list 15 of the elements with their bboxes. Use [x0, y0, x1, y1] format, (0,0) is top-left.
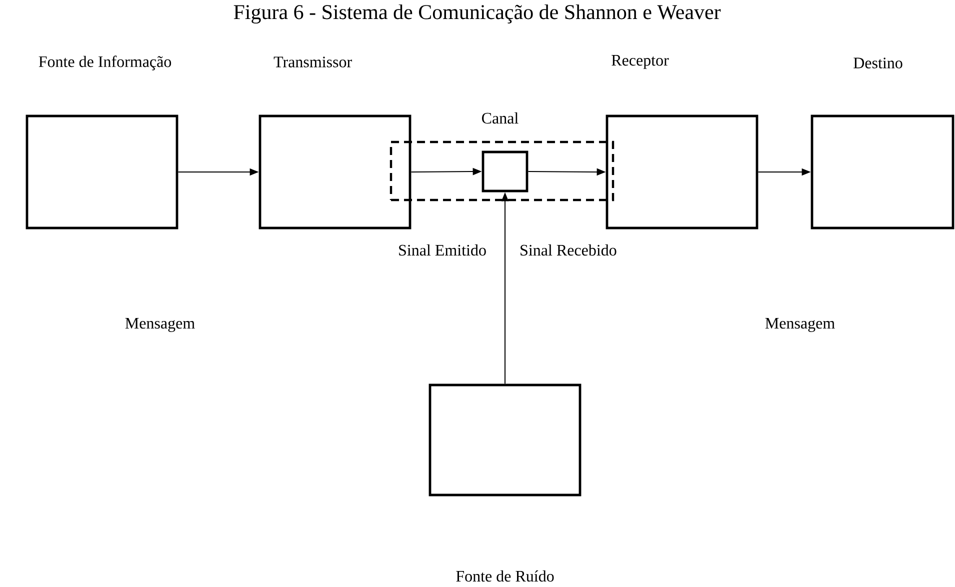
label: Mensagem [765, 318, 835, 332]
node-label: Destino [854, 58, 902, 68]
node-label: Canal [482, 112, 518, 124]
box: Destino [810, 58, 954, 230]
node-label: Fonte de Ruído [456, 570, 554, 582]
box [482, 150, 528, 192]
box: Fonte de Informação [26, 56, 178, 230]
node-label: Fonte de Informação [38, 56, 172, 70]
label: Sinal Recebido [520, 244, 616, 256]
node-label: Transmissor [274, 56, 352, 68]
label: Mensagem [125, 318, 195, 332]
box: Fonte de Ruído [428, 384, 582, 582]
label: Sinal Emitido [399, 244, 486, 256]
node-label: Receptor [612, 55, 669, 69]
title: Figura 6 - Sistema de Comunicação de Shannon e Weaver [234, 4, 721, 24]
